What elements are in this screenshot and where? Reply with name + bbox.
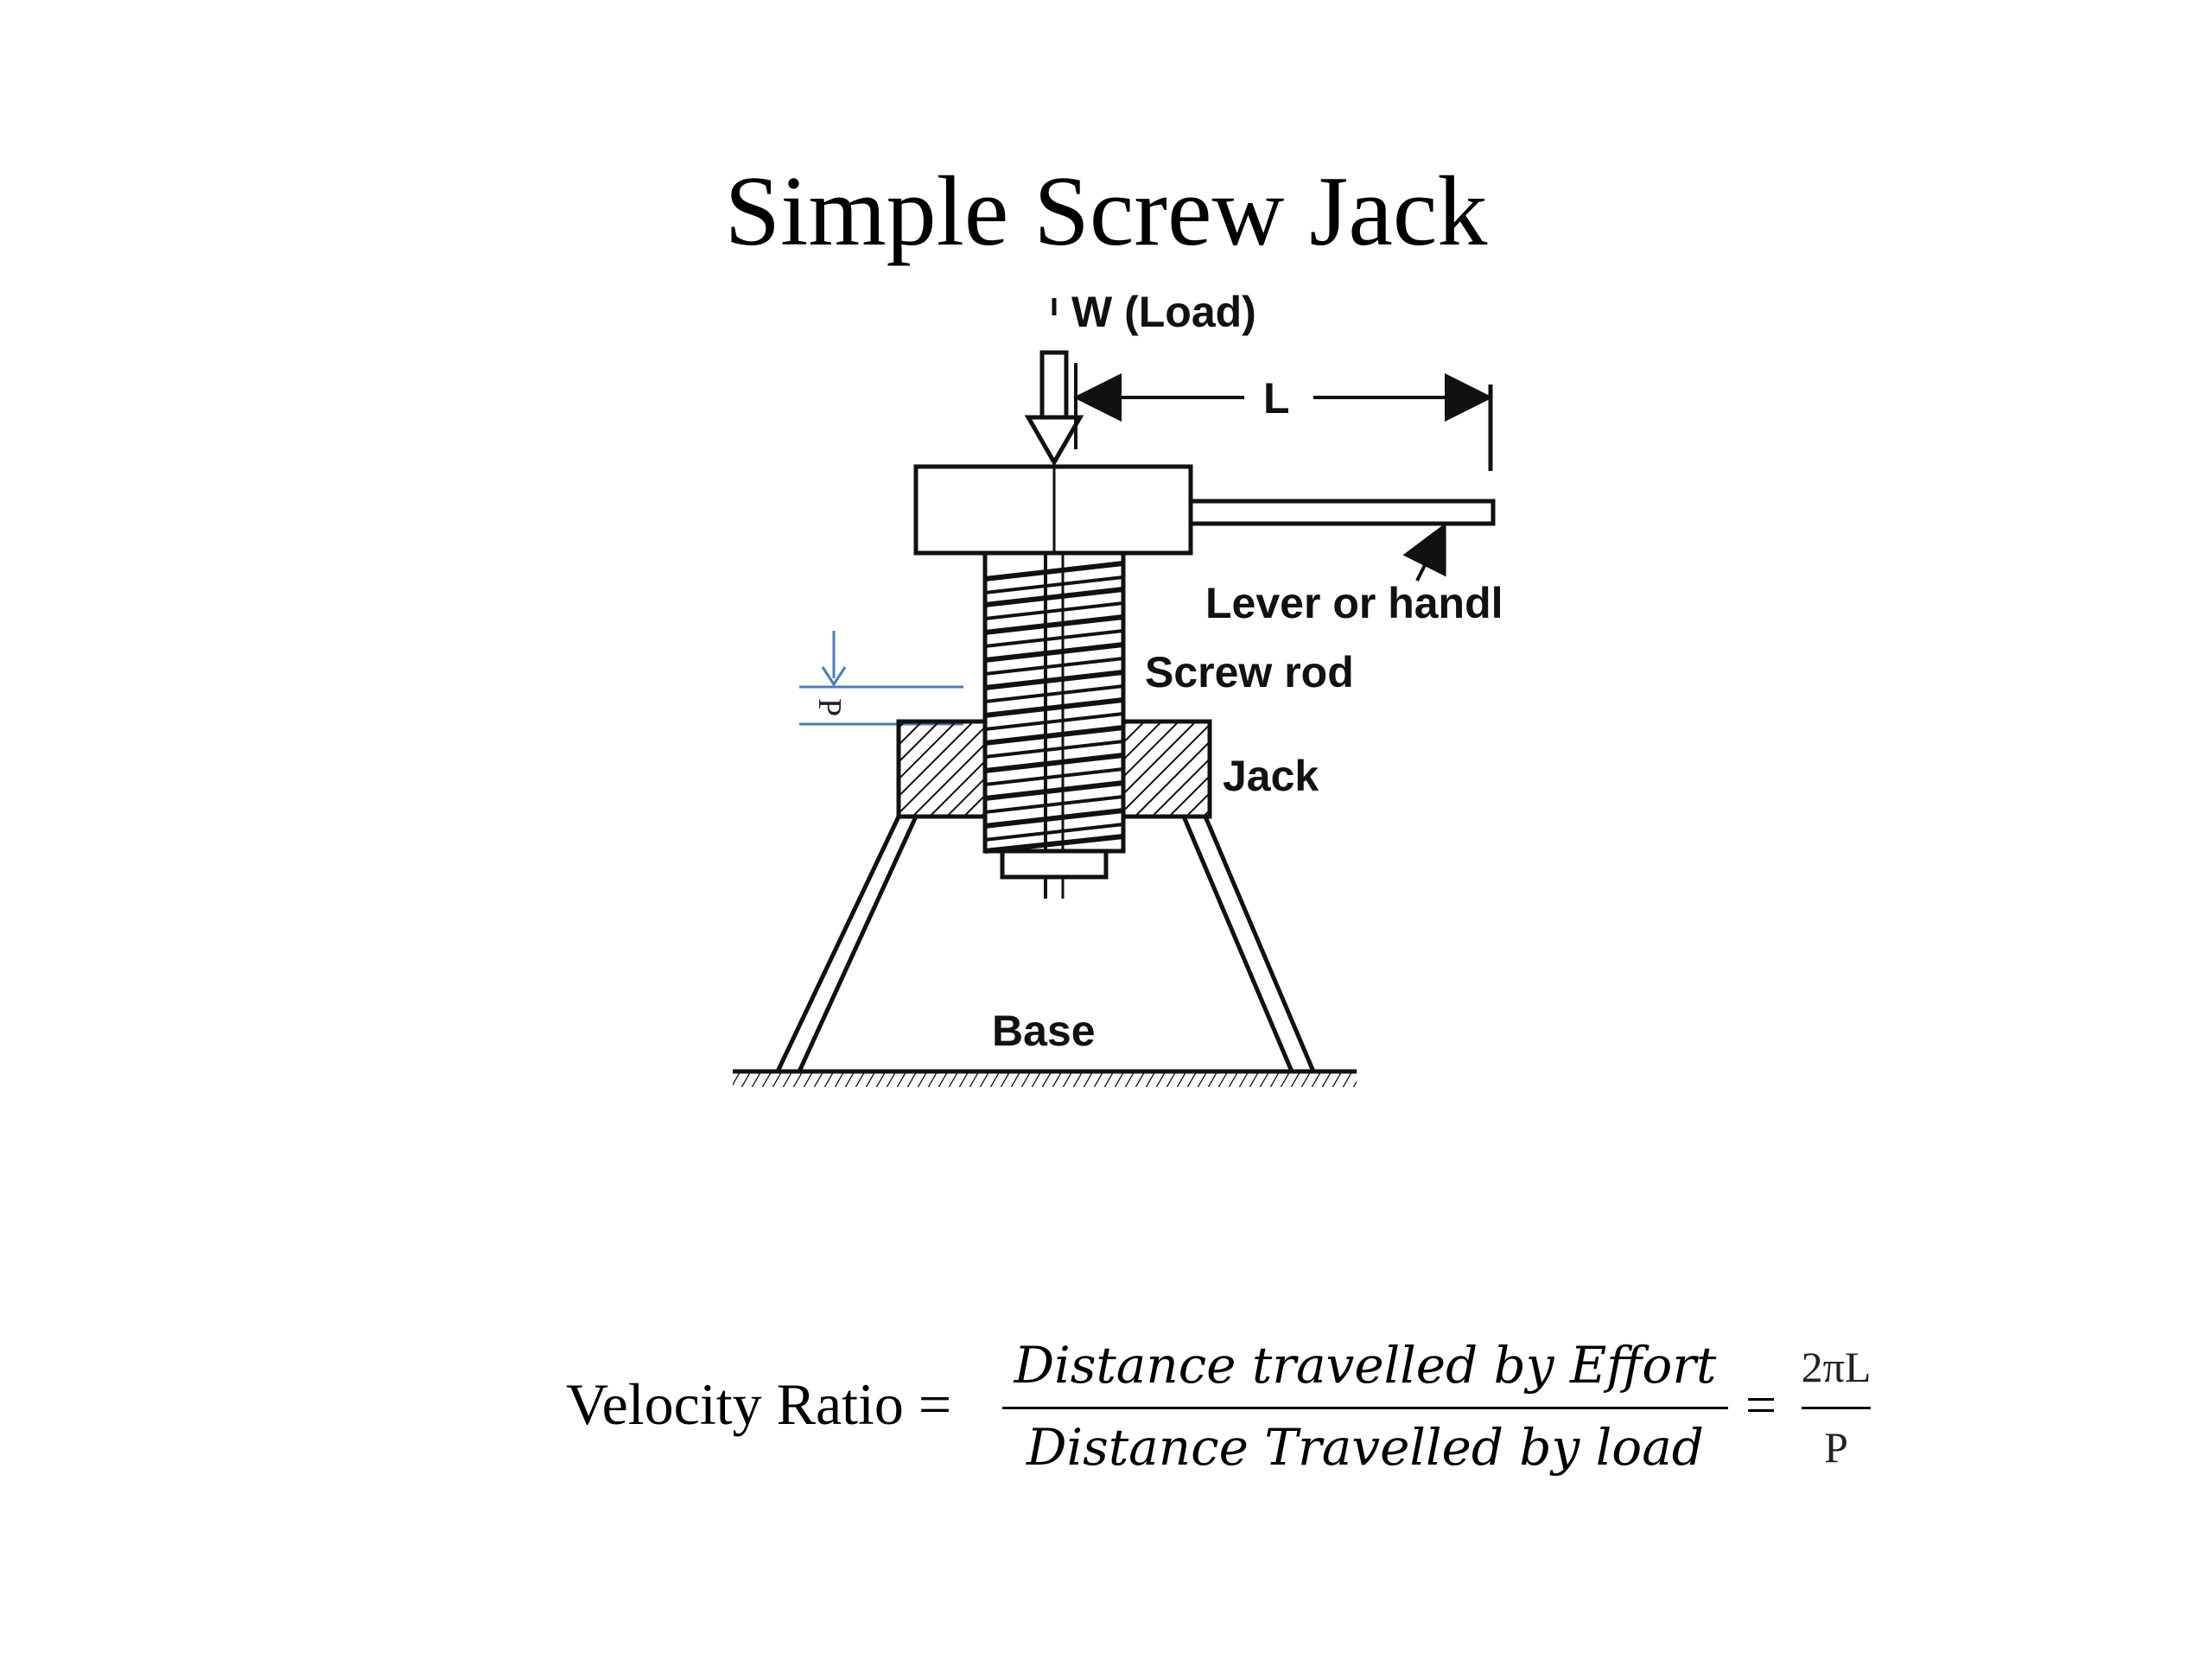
jack-label: Jack <box>1223 752 1319 800</box>
lever-handle <box>1188 499 1496 526</box>
base-label: Base <box>992 1007 1096 1055</box>
jack-nut <box>896 719 1212 819</box>
load-label: W (Load) <box>1071 288 1256 336</box>
pitch-label: P <box>811 698 848 716</box>
lever-length-dimension <box>1073 363 1493 471</box>
lever-label: Lever or handl <box>1205 579 1503 627</box>
screw-rod-label: Screw rod <box>1145 648 1354 696</box>
ground <box>733 1069 1357 1087</box>
load-arrow <box>1024 298 1084 467</box>
lever-length-label: L <box>1263 374 1290 423</box>
screw-rod <box>982 550 1126 899</box>
pitch-indicator <box>799 631 963 726</box>
slide-title: Simple Screw Jack <box>724 156 1488 267</box>
